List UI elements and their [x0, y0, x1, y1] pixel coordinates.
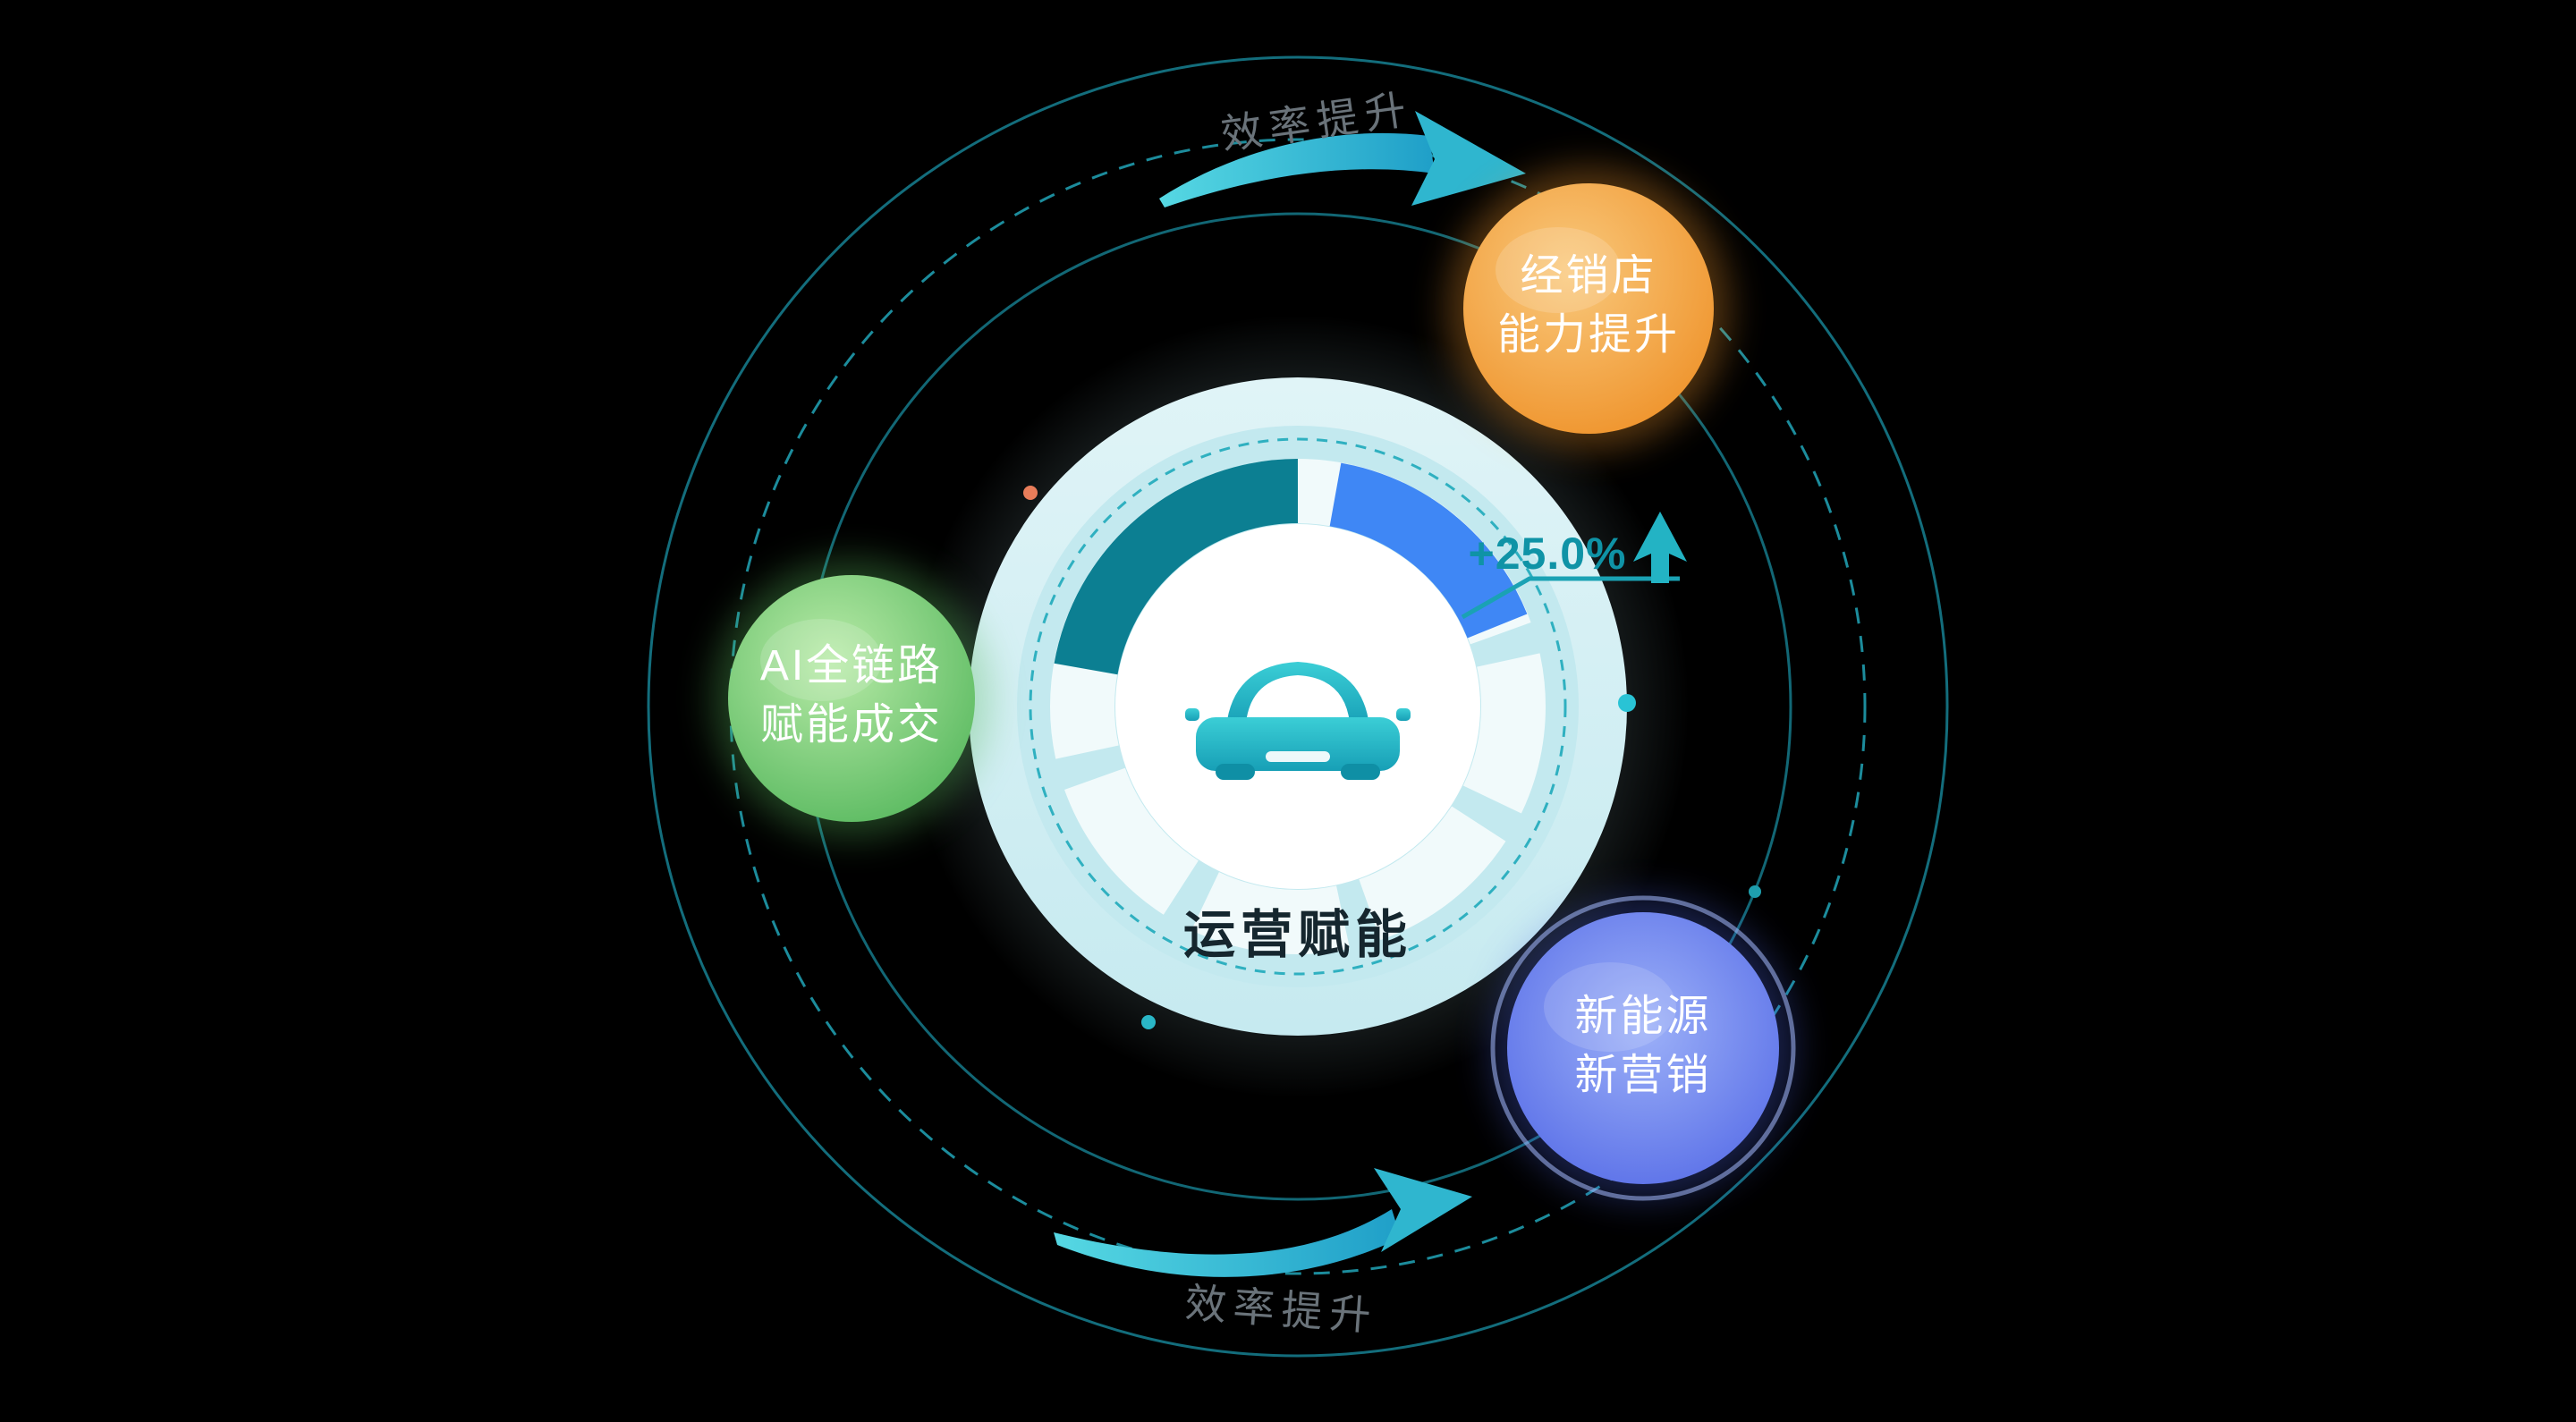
- bubble-label-ai: AI全链路 赋能成交: [673, 637, 1030, 755]
- bubble-nev: [1489, 894, 1797, 1202]
- center-title: 运营赋能: [1182, 906, 1412, 964]
- arrow-swoosh: [1054, 1209, 1401, 1277]
- bubble-nev-line1: 新能源: [1574, 993, 1712, 1040]
- bubble-highlight: [1496, 227, 1621, 313]
- dot-bottom-teal: [1141, 1015, 1156, 1029]
- metric-value: +25.0%: [1468, 529, 1627, 579]
- bubble-dealer: [1447, 167, 1730, 450]
- bubble-ring: [1490, 895, 1796, 1201]
- car-windshield: [1246, 675, 1350, 723]
- car-mirror-right: [1396, 708, 1411, 721]
- bubble-ai-line2: 赋能成交: [759, 701, 943, 749]
- car-wheel-left: [1216, 764, 1255, 780]
- arrow-swoosh: [1159, 132, 1435, 207]
- bubble-dealer-line1: 经销店: [1520, 252, 1657, 300]
- bubble-nev-line2: 新营销: [1574, 1052, 1712, 1100]
- orbit-ring-outer: [647, 55, 1949, 1358]
- car-bumper: [1266, 751, 1330, 762]
- bubble-highlight: [1544, 962, 1676, 1052]
- gauge-arc-blue: [1328, 462, 1528, 639]
- bubble-circle: [1463, 183, 1714, 434]
- bubble-dealer-line2: 能力提升: [1496, 311, 1680, 360]
- dot-right-teal: [1618, 694, 1636, 712]
- arrow-head: [1411, 111, 1526, 206]
- metric-callout: [1461, 512, 1687, 620]
- bubble-circle: [728, 575, 975, 822]
- car-mirror-left: [1185, 708, 1199, 721]
- car-wheel-right: [1341, 764, 1380, 780]
- curved-arrow-bottom: [1054, 1168, 1472, 1277]
- bubble-label-nev: 新能源 新营销: [1464, 987, 1822, 1105]
- bubble-label-dealer: 经销店 能力提升: [1410, 247, 1767, 365]
- dot-ring-teal: [1749, 885, 1761, 898]
- center-ring-dashed: [1029, 437, 1567, 976]
- car-icon: [1185, 662, 1411, 780]
- car-body: [1196, 717, 1400, 771]
- bubble-ai: [712, 559, 991, 838]
- metric-leader-line: [1461, 576, 1680, 620]
- bubble-ai-line1: AI全链路: [759, 642, 944, 690]
- arrow-head: [1374, 1168, 1472, 1252]
- bubble-circle: [1507, 912, 1779, 1184]
- curved-arrow-top: [1159, 111, 1526, 207]
- dot-left-orange: [1023, 486, 1038, 500]
- gauge-arc-teal: [1054, 459, 1299, 675]
- arrow-up-icon: [1633, 512, 1687, 583]
- bubble-highlight: [760, 619, 882, 701]
